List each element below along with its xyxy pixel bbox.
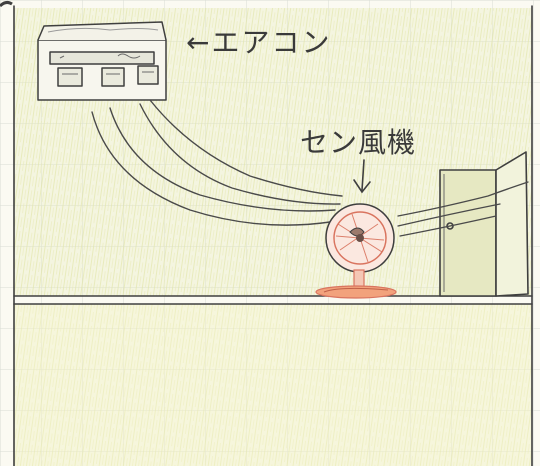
fan-pointer-arrow bbox=[353, 159, 371, 194]
corner-mark bbox=[0, 0, 13, 8]
air-conditioner bbox=[37, 21, 167, 101]
door bbox=[439, 151, 529, 297]
airflow-lines-aircon bbox=[91, 99, 343, 226]
floor-tint bbox=[14, 304, 532, 466]
airflow-lines-fan bbox=[397, 181, 529, 237]
fan-label: セン風機 bbox=[300, 126, 416, 159]
electric-fan bbox=[315, 203, 397, 299]
aircon-label: ←エアコン bbox=[186, 26, 331, 59]
